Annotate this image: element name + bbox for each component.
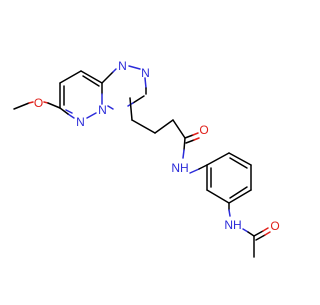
bond-c4-c3a (80, 70, 103, 84)
atom-o-amide: O (199, 123, 208, 137)
bond-set (13, 65, 271, 258)
bond-ar2-ar3-double (229, 157, 248, 169)
bond-o-c (47, 102, 61, 109)
bond-c3-ch2a (129, 97, 133, 121)
bond-cac-o-black (253, 230, 264, 237)
bond-ch2c-cco (172, 119, 186, 139)
bond-n1-n2 (128, 65, 141, 70)
bond-cco-n-black (183, 137, 186, 151)
bond-ar4-ar5 (228, 189, 252, 204)
bond-c5-c4 (59, 70, 82, 84)
bond-cco-n-blue (182, 149, 185, 159)
bond-nh-cac-blue (242, 228, 249, 233)
bond-ch2b-ch2c (154, 119, 174, 134)
bond-ar2-ar3 (228, 152, 252, 166)
bond-ar5-nh-blue (228, 209, 231, 217)
atom-o-acetyl: O (270, 219, 279, 233)
molecule-diagram: O N N N N O NH NH O (13, 59, 280, 258)
bond-c3a-n1-black (101, 71, 114, 84)
atom-n-pyridazine: N (76, 115, 85, 129)
structure-svg: O N N N N O NH NH O (13, 59, 280, 258)
bond-ch2a-ch2b (131, 119, 156, 134)
atom-labels: O N N N N O NH NH O (34, 59, 280, 233)
bond-n2-c3-blue (144, 77, 147, 89)
bond-n-c6-double (65, 109, 73, 114)
bond-nh-cac (247, 231, 255, 237)
bond-cac-o-red (262, 227, 269, 232)
bond-methyl-o-red (28, 101, 34, 104)
bond-cac-o-double-red (264, 231, 271, 236)
bond-ar4-ar5-double (229, 186, 248, 199)
atom-n-triazole-1: N (118, 59, 127, 73)
bond-n-n-pyridazine (86, 112, 97, 119)
bond-cco-o-double-red (193, 137, 200, 141)
bond-cco-o-red (192, 132, 199, 136)
bond-n-ring (198, 164, 208, 170)
atom-nh-amide: NH (171, 161, 188, 175)
bond-n-c6 (59, 107, 69, 115)
bond-cac-o-double-black (255, 234, 266, 241)
bond-cco-o-black (184, 134, 194, 139)
bond-n-ring-blue (189, 168, 200, 174)
bond-nbridge-n-blue (107, 105, 114, 110)
bond-ar5-ar6 (206, 189, 230, 204)
bond-c3-nbridge (132, 95, 145, 104)
atom-n-bridge: N (98, 103, 107, 117)
bond-c3a-n1-blue (112, 68, 117, 73)
atom-o-methoxy: O (34, 96, 43, 110)
atom-n-triazole-2: N (141, 66, 150, 80)
bond-n-c6-blue (67, 113, 75, 119)
bond-c4-c3a-double (82, 75, 100, 87)
bond-ar1-ar2 (206, 152, 230, 166)
atom-nh-acetamide: NH (224, 218, 241, 232)
bond-cco-o-double-black (185, 139, 195, 144)
bond-methyl-o (13, 102, 30, 110)
